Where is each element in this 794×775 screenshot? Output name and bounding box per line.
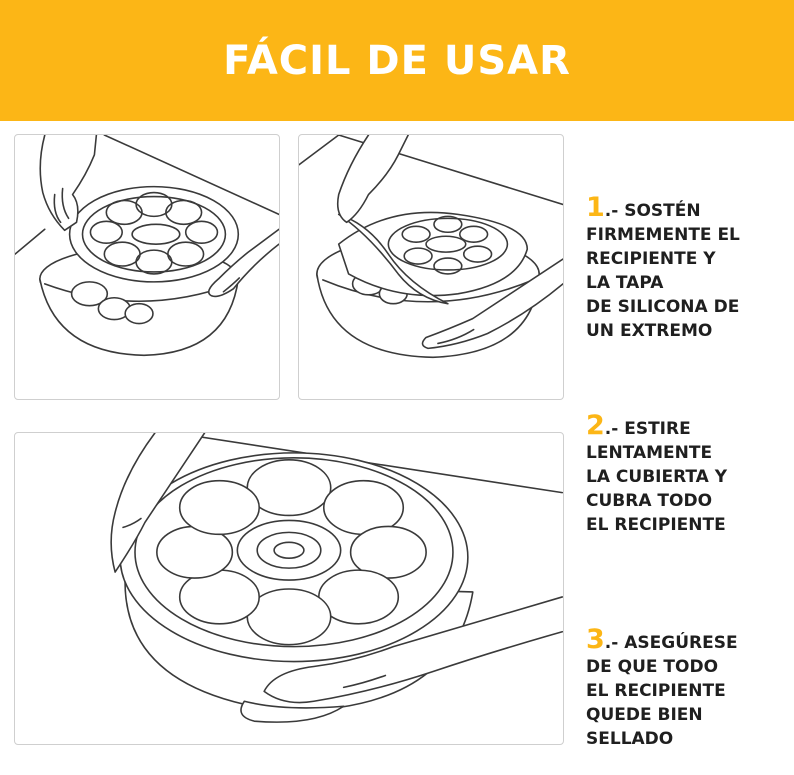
page-title: FÁCIL DE USAR	[223, 37, 571, 84]
step-1-line-6: UN EXTREMO	[586, 321, 713, 341]
step-3-line-5: SELLADO	[586, 729, 674, 749]
hand-holding-lid-over-bowl-illustration	[15, 135, 279, 357]
illustration-panel-step-1	[14, 134, 280, 400]
step-1-instruction: 1.- SOSTÉN FIRMEMENTE EL RECIPIENTE Y LA…	[586, 192, 786, 343]
step-1-line-1: 1.- SOSTÉN	[586, 192, 701, 223]
step-2-instruction: 2.- ESTIRE LENTAMENTE LA CUBIERTA Y CUBR…	[586, 410, 786, 537]
step-2-line-1: 2.- ESTIRE	[586, 410, 691, 441]
step-3-number: 3	[586, 624, 605, 655]
step-1-number: 1	[586, 192, 605, 223]
step-1-line-5: DE SILICONA DE	[586, 297, 740, 317]
step-2-line-2: LENTAMENTE	[586, 443, 713, 463]
step-2-line-4: CUBRA TODO	[586, 491, 713, 511]
step-3-line-2: DE QUE TODO	[586, 657, 719, 677]
header-banner: FÁCIL DE USAR	[0, 0, 794, 121]
step-2-number: 2	[586, 410, 605, 441]
step-3-line-4: QUEDE BIEN	[586, 705, 703, 725]
step-3-line-1: 3.- ASEGÚRESE	[586, 624, 738, 655]
illustration-panel-step-3	[14, 432, 564, 745]
step-3-instruction: 3.- ASEGÚRESE DE QUE TODO EL RECIPIENTE …	[586, 624, 786, 751]
step-3-line-3: EL RECIPIENTE	[586, 681, 726, 701]
illustration-panel-step-2	[298, 134, 564, 400]
step-1-line-4: LA TAPA	[586, 273, 664, 293]
step-1-line-3: RECIPIENTE Y	[586, 249, 716, 269]
hands-sealing-flower-lid-illustration	[110, 433, 563, 723]
step-1-line-2: FIRMEMENTE EL	[586, 225, 740, 245]
hand-stretching-lid-over-bowl-illustration	[299, 135, 563, 359]
step-2-line-5: EL RECIPIENTE	[586, 515, 726, 535]
step-2-line-3: LA CUBIERTA Y	[586, 467, 728, 487]
